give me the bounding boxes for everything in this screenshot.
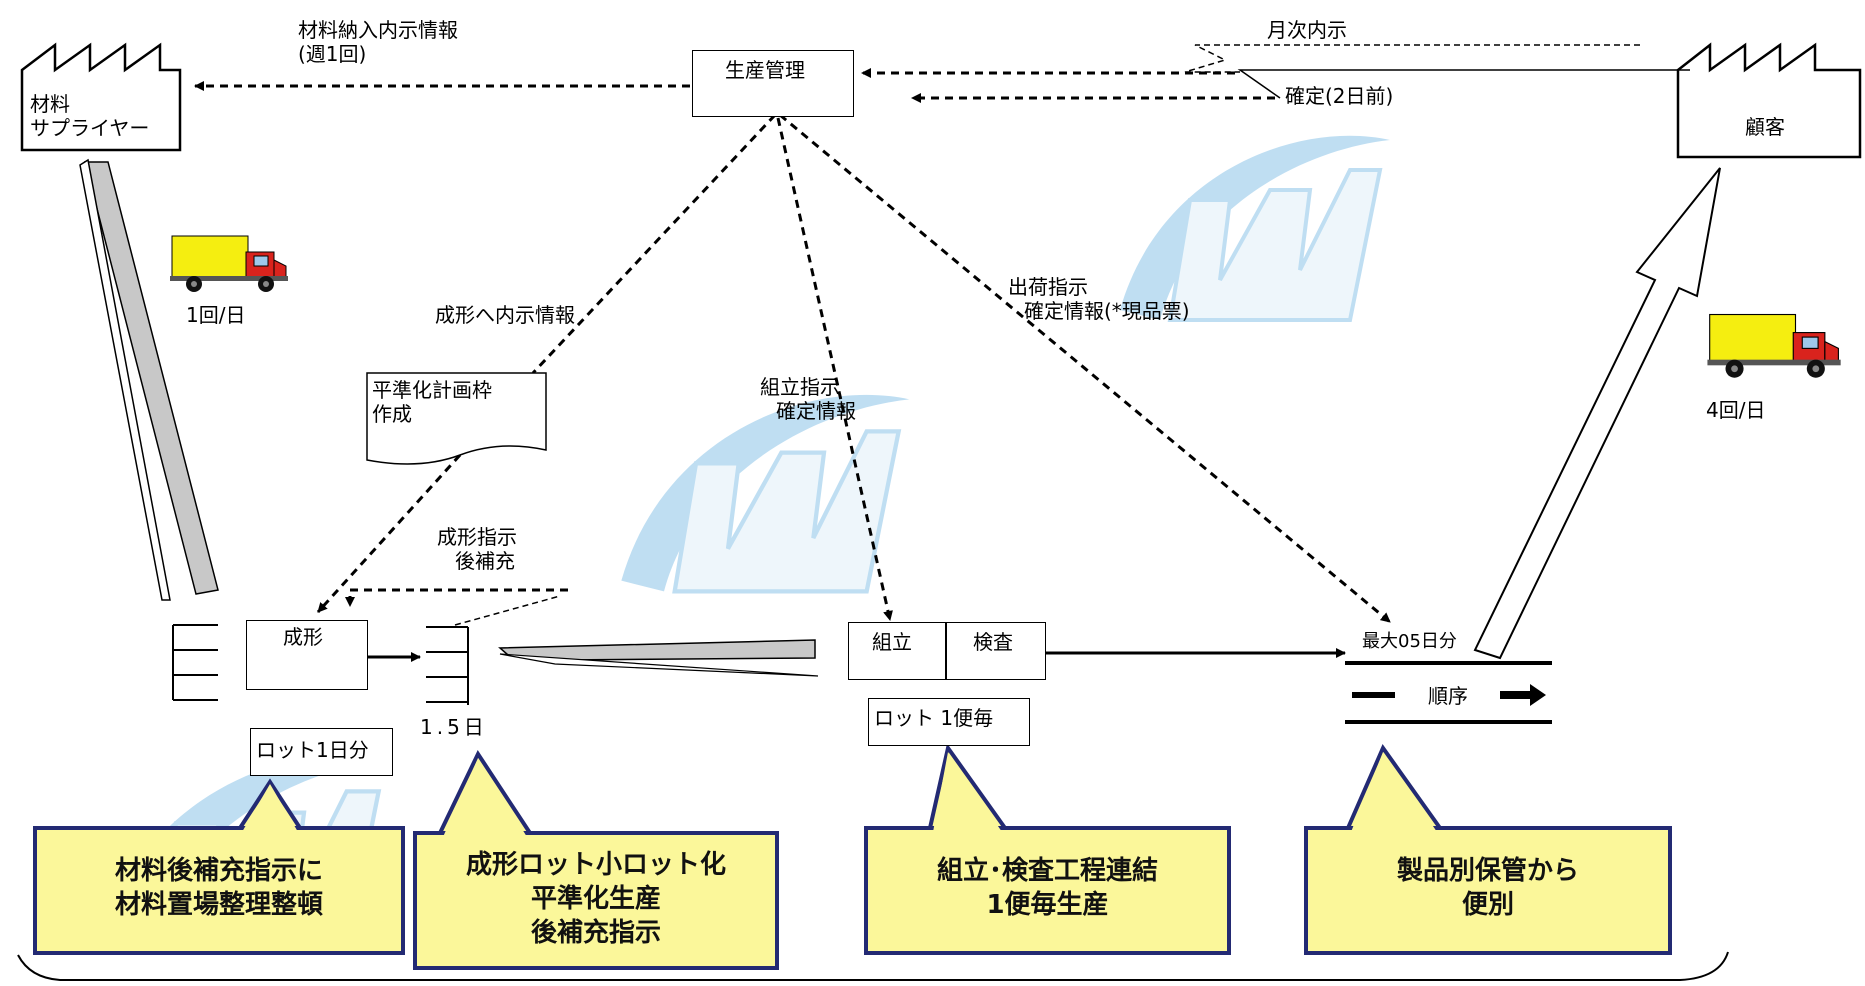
customer-truck-icon <box>1707 313 1841 378</box>
molding-lot-label: ロット1日分 <box>256 738 369 762</box>
confirmed-label: 確定(2日前) <box>1285 84 1394 108</box>
replenishment-loop <box>345 588 568 607</box>
monthly-forecast-label: 月次内示 <box>1267 18 1347 42</box>
supplier-label: 材料サプライヤー <box>30 92 150 140</box>
callout-2-text: 成形ロット小ロット化平準化生産後補充指示 <box>465 850 726 948</box>
sequence-arrow-right <box>1500 684 1546 706</box>
molding-info-label: 成形へ内示情報 <box>435 303 575 327</box>
assembly-lot-label: ロット 1便毎 <box>874 706 994 730</box>
assembly-lot-box <box>868 698 1030 746</box>
leveling-plan-document <box>366 372 547 465</box>
inventory-stack-input <box>172 624 218 701</box>
supplier-truck-icon <box>170 235 288 292</box>
shipping-instruction-label: 出荷指示確定情報(*現品票) <box>1008 275 1190 323</box>
molding-label: 成形 <box>283 625 323 649</box>
push-arrow-to-assembly <box>498 639 816 661</box>
inspection-process-box <box>946 622 1046 680</box>
customer-label: 顧客 <box>1745 115 1785 139</box>
production-control-label: 生産管理 <box>725 58 805 82</box>
watermark-logo <box>621 394 910 594</box>
assembly-label: 組立 <box>872 630 912 654</box>
supplier-factory-icon <box>20 42 182 152</box>
leveling-plan-label: 平準化計画枠作成 <box>372 378 492 426</box>
assembly-process-box <box>848 622 946 680</box>
supplier-delivery-arrow-edge <box>79 158 171 601</box>
callout-bubble-3 <box>864 743 1231 955</box>
shipment-arrow-to-customer <box>1473 167 1721 660</box>
assembly-instruction-label: 組立指示確定情報 <box>760 375 856 423</box>
electronic-info-line <box>1184 44 1640 73</box>
molding-process-box <box>246 620 368 690</box>
sequence-label: 順序 <box>1428 684 1468 708</box>
production-control-box <box>692 50 854 117</box>
supplier-truck-frequency: 1回/日 <box>186 303 246 327</box>
molding-lot-box <box>250 728 393 776</box>
watermark-logo <box>1120 135 1390 322</box>
leveling-to-molding-arrow <box>316 453 462 614</box>
supplier-delivery-arrow <box>84 161 219 595</box>
customer-factory-icon <box>1676 42 1862 159</box>
customer-truck-frequency: 4回/日 <box>1706 398 1766 422</box>
callout-bubble-1 <box>33 778 405 955</box>
max-stock-label: 最大05日分 <box>1362 631 1457 652</box>
callout-bubble-4 <box>1304 743 1672 955</box>
assembly-instruction-arrow <box>776 117 893 621</box>
bottom-brace <box>17 951 1729 981</box>
callout-4-text: 製品別保管から便別 <box>1396 856 1579 920</box>
callout-1-text: 材料後補充指示に材料置場整理整頓 <box>114 856 323 920</box>
electronic-info-line <box>1237 69 1690 99</box>
callout-bubble-2 <box>413 749 779 970</box>
inspection-label: 検査 <box>973 630 1013 654</box>
molding-info-arrow <box>531 113 777 375</box>
material-info-label: 材料納入内示情報(週1回) <box>298 18 458 66</box>
shipping-instruction-arrow <box>779 113 1391 624</box>
replenishment-line <box>454 595 561 626</box>
molding-instruction-label: 成形指示後補充 <box>437 525 517 573</box>
inventory-days-label: 1.5日 <box>420 715 488 739</box>
push-arrow-to-assembly-edge <box>499 653 819 677</box>
inventory-stack-output <box>426 626 469 705</box>
